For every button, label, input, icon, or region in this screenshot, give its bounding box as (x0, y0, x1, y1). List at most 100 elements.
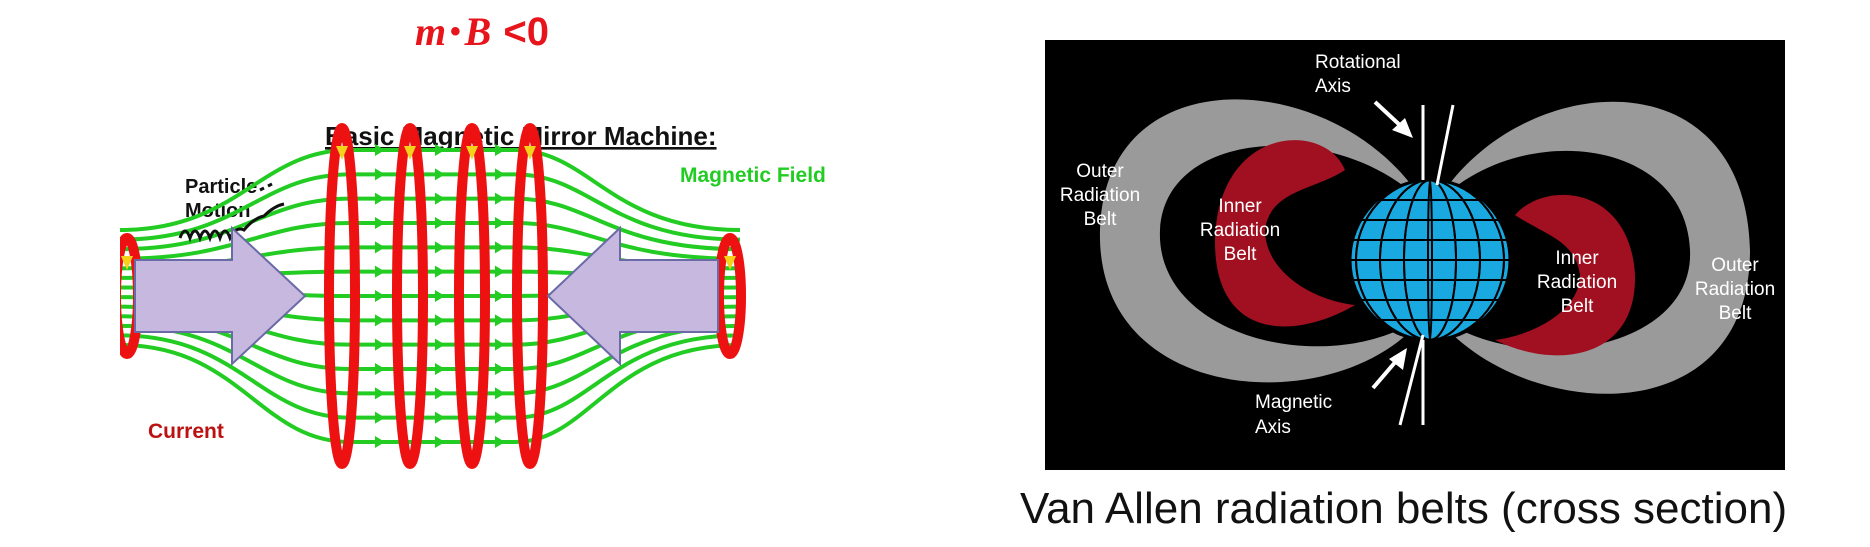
field-arrow (435, 387, 445, 400)
field-arrow (495, 338, 505, 351)
field-arrow (375, 314, 385, 327)
inner-belt-right (1495, 194, 1636, 356)
outer-belt-right-label-1: Outer (1711, 255, 1759, 276)
field-arrow (375, 217, 385, 229)
current-direction-arrow (336, 146, 348, 160)
magnetic-field-label: Magnetic Field (680, 164, 826, 187)
outer-belt-left-label-3: Belt (1084, 209, 1117, 230)
field-arrow (495, 387, 505, 400)
current-direction-arrow (466, 146, 478, 160)
left-push-arrow (134, 225, 307, 367)
magnetic-axis-bottom (1398, 334, 1425, 426)
field-arrow (495, 436, 505, 448)
formula-B: B (464, 9, 492, 54)
inner-belt-left-label-2: Radiation (1200, 220, 1280, 241)
van-allen-caption: Van Allen radiation belts (cross section… (1020, 484, 1788, 533)
field-arrow (375, 290, 385, 302)
field-arrow (435, 338, 445, 351)
magnetic-axis-label-2: Axis (1255, 417, 1291, 438)
rotational-axis-label-1: Rotational (1315, 52, 1401, 73)
inner-belt-left-label-1: Inner (1218, 196, 1262, 217)
field-arrow (495, 363, 505, 375)
earth-outline (1348, 178, 1512, 342)
longitude-line (1379, 180, 1481, 340)
field-arrow (375, 144, 385, 156)
field-arrow (375, 192, 385, 205)
coil (392, 123, 428, 469)
field-line (120, 323, 741, 396)
field-arrow (435, 290, 445, 302)
field-arrow (435, 241, 445, 254)
van-allen-diagram: Rotational Axis Magnetic Axis Outer Radi… (1045, 40, 1785, 470)
magnetic-axis-arrowhead (1389, 348, 1407, 370)
field-arrow (435, 314, 445, 327)
inner-belt-left-label-3: Belt (1224, 244, 1257, 265)
outer-belt-right (1435, 101, 1750, 394)
field-arrow (435, 265, 445, 278)
field-arrow (435, 436, 445, 448)
coil (324, 123, 360, 469)
particle-dots (259, 182, 273, 192)
inner-belt-right-label-2: Radiation (1537, 272, 1617, 293)
field-arrow (495, 241, 505, 254)
magnetic-axis-top (1435, 104, 1455, 186)
rotational-axis-label-2: Axis (1315, 76, 1351, 97)
field-arrow (435, 217, 445, 229)
field-arrow (435, 168, 445, 181)
current-direction-arrow (121, 256, 133, 270)
field-arrow (375, 411, 385, 424)
coil (454, 123, 490, 469)
formula-dot: • (450, 15, 461, 48)
outer-belt-right-label-2: Radiation (1695, 279, 1775, 300)
field-line (120, 172, 741, 242)
formula: m•B<0 (415, 8, 549, 55)
field-arrow (435, 144, 445, 156)
field-arrow (495, 168, 505, 181)
field-arrow (375, 387, 385, 400)
field-arrow (375, 436, 385, 448)
longitude-line (1427, 180, 1433, 340)
outer-belt-left-label-1: Outer (1076, 161, 1124, 182)
current-label: Current (148, 420, 224, 443)
outer-belt-right-label-3: Belt (1719, 303, 1752, 324)
field-arrow (495, 314, 505, 327)
inner-belt-left (1215, 140, 1355, 327)
earth-grid (1350, 180, 1510, 340)
right-push-arrow (546, 225, 719, 367)
field-arrow (375, 363, 385, 375)
particle-trajectory (178, 202, 285, 243)
field-arrow (435, 411, 445, 424)
field-arrow (435, 192, 445, 205)
field-arrow (495, 290, 505, 302)
field-arrow (495, 265, 505, 278)
field-arrow (495, 217, 505, 229)
field-line (120, 221, 741, 261)
formula-relation: <0 (503, 10, 549, 54)
magnetic-mirror-diagram: Basic Magnetic Mirror Machine: Particle … (120, 121, 826, 469)
field-line (120, 333, 741, 420)
field-arrow (375, 168, 385, 181)
longitude-line (1355, 180, 1505, 340)
field-arrow (375, 265, 385, 278)
field-arrow (375, 241, 385, 254)
current-direction-arrow (524, 146, 536, 160)
field-arrow (495, 192, 505, 205)
inner-belt-right-label-1: Inner (1555, 248, 1599, 269)
current-direction-arrow (404, 146, 416, 160)
field-arrow (495, 411, 505, 424)
outer-belt-left-label-2: Radiation (1060, 185, 1140, 206)
rotational-axis-pointer (1373, 100, 1405, 130)
longitude-line (1403, 180, 1457, 340)
magnetic-axis-label-1: Magnetic (1255, 392, 1332, 413)
particle-motion-label-1: Particle (185, 176, 257, 198)
field-arrow (435, 363, 445, 375)
magnetic-axis-pointer (1371, 358, 1399, 390)
field-arrow (495, 144, 505, 156)
field-arrow (375, 338, 385, 351)
inner-belt-right-label-3: Belt (1561, 296, 1594, 317)
field-line (120, 343, 741, 444)
coil (512, 123, 548, 469)
rotational-axis-arrowhead (1392, 118, 1413, 138)
outer-belt-left (1099, 99, 1425, 383)
current-direction-arrow (724, 256, 736, 270)
